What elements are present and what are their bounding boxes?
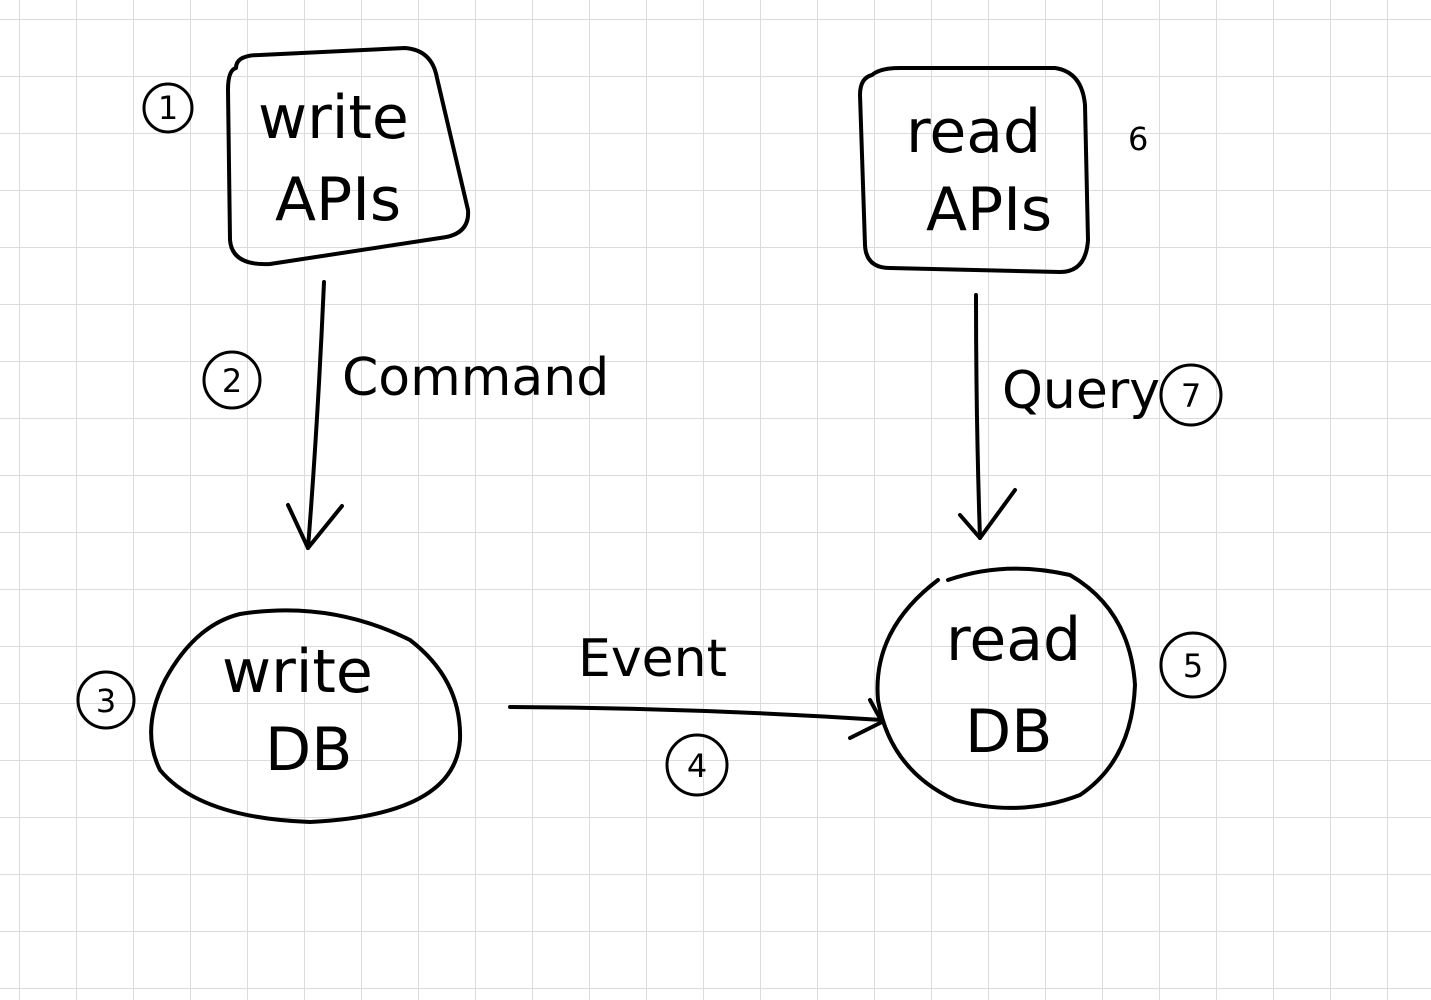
read-db-shape: [875, 566, 1137, 810]
read-db-label-line2: DB: [965, 697, 1052, 767]
write-db-node: write DB: [149, 608, 463, 824]
query-arrowhead: [958, 488, 1017, 540]
command-edge: Command: [286, 280, 609, 550]
step-2-number: 2: [222, 362, 242, 400]
query-label: Query: [1002, 361, 1160, 421]
write-apis-box: [226, 46, 471, 267]
read-apis-label-line2: APIs: [926, 175, 1052, 245]
step-7-marker: 7: [1159, 363, 1223, 427]
read-apis-box: [858, 66, 1090, 274]
step-1-marker: 1: [142, 82, 194, 134]
write-apis-label-line1: write: [258, 83, 409, 153]
write-apis-label-line2: APIs: [275, 165, 401, 235]
write-db-label-line1: write: [222, 637, 373, 707]
write-db-shape: [149, 608, 463, 824]
step-4-marker: 4: [665, 733, 729, 797]
query-arrow-line: [974, 293, 982, 540]
write-db-label-line2: DB: [265, 715, 352, 785]
write-apis-node: write APIs: [226, 46, 471, 267]
command-arrow-line: [306, 280, 326, 550]
event-label: Event: [578, 629, 727, 689]
step-5-marker: 5: [1159, 631, 1227, 699]
command-arrowhead: [286, 503, 344, 550]
read-db-node: read DB: [875, 566, 1137, 810]
command-label: Command: [342, 348, 609, 408]
step-2-marker: 2: [202, 350, 262, 410]
event-edge: Event: [508, 629, 884, 740]
read-db-label-line1: read: [946, 605, 1081, 675]
read-apis-label-line1: read: [906, 97, 1041, 167]
step-5-number: 5: [1183, 647, 1203, 685]
step-6-number: 6: [1128, 120, 1148, 158]
query-edge: Query: [958, 293, 1160, 540]
step-1-number: 1: [158, 89, 178, 127]
step-4-number: 4: [687, 747, 707, 785]
event-arrow-line: [508, 705, 884, 722]
step-3-number: 3: [96, 682, 116, 720]
read-apis-node: read APIs: [858, 66, 1090, 274]
step-7-number: 7: [1181, 377, 1201, 415]
step-3-marker: 3: [76, 670, 136, 730]
